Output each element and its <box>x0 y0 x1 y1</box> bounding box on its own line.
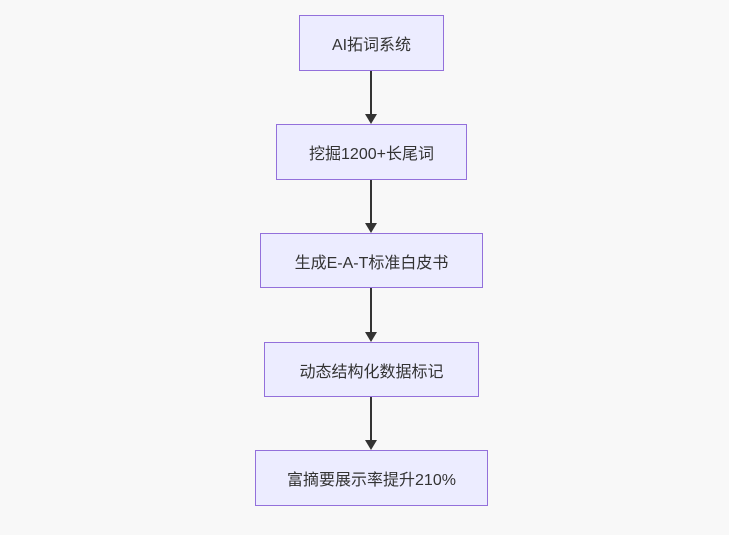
arrowhead-down-icon <box>365 332 377 342</box>
arrowhead-down-icon <box>365 223 377 233</box>
flow-node-label: 挖掘1200+长尾词 <box>309 146 434 163</box>
flow-arrow-1 <box>365 71 377 124</box>
arrow-line <box>370 180 372 223</box>
flow-arrow-2 <box>365 180 377 233</box>
flow-node-eat-whitepaper: 生成E-A-T标准白皮书 <box>260 233 483 288</box>
arrow-line <box>370 71 372 114</box>
flow-node-label: 生成E-A-T标准白皮书 <box>294 254 449 272</box>
flow-arrow-3 <box>365 288 377 342</box>
flow-node-rich-snippet-rate: 富摘要展示率提升210% <box>255 450 488 506</box>
flow-node-label: AI拓词系统 <box>331 37 412 54</box>
flow-node-longtail-keywords: 挖掘1200+长尾词 <box>276 124 467 180</box>
flow-arrow-4 <box>365 397 377 450</box>
flow-node-label: 富摘要展示率提升210% <box>287 472 456 489</box>
flow-node-ai-word-system: AI拓词系统 <box>299 15 444 71</box>
arrowhead-down-icon <box>365 114 377 124</box>
arrowhead-down-icon <box>365 440 377 450</box>
arrow-line <box>370 288 372 332</box>
arrow-line <box>370 397 372 440</box>
flow-node-structured-data-markup: 动态结构化数据标记 <box>264 342 479 397</box>
flow-node-label: 动态结构化数据标记 <box>299 363 444 381</box>
